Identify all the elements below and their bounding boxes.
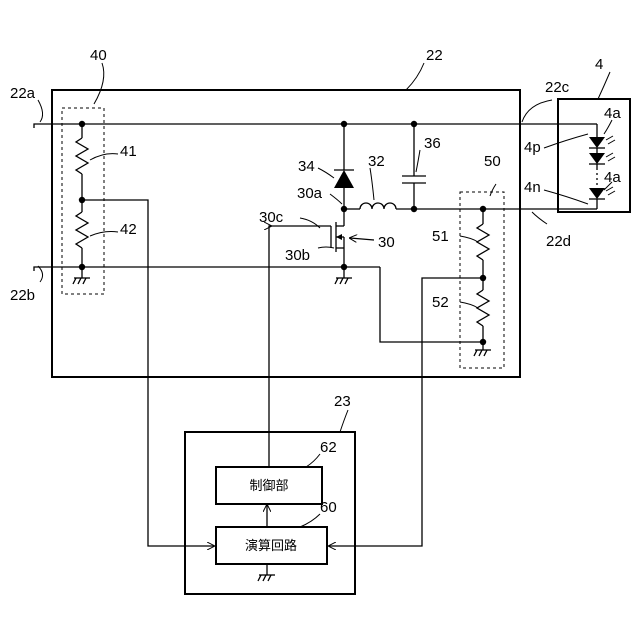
ground-icon: [335, 278, 352, 284]
top-rail: [34, 124, 590, 128]
label-4p: 4p: [524, 139, 541, 156]
label-30a: 30a: [297, 185, 323, 202]
led-icon: [589, 188, 605, 199]
resistor-42: [76, 212, 88, 248]
resistor-51: [477, 224, 489, 260]
led-icon: [589, 137, 605, 148]
diode-34-icon: [334, 170, 354, 188]
label-22a: 22a: [10, 85, 36, 102]
label-23: 23: [334, 393, 351, 410]
inductor-32: [344, 203, 590, 209]
ground-icon: [258, 564, 275, 581]
switch-30-arrow: [350, 238, 374, 240]
label-62: 62: [320, 439, 337, 456]
label-30c: 30c: [259, 209, 284, 226]
label-30: 30: [378, 234, 395, 251]
label-60: 60: [320, 499, 337, 516]
label-52: 52: [432, 294, 449, 311]
junction-dots: [79, 121, 486, 345]
gate-drive-line: [269, 226, 271, 467]
label-4a-bottom: 4a: [604, 169, 621, 186]
label-22b: 22b: [10, 287, 35, 304]
controller-name: 制御部: [249, 479, 288, 494]
label-4: 4: [595, 56, 603, 73]
label-32: 32: [368, 153, 385, 170]
label-41: 41: [120, 143, 137, 160]
leader-lines: [38, 63, 612, 527]
label-22c: 22c: [545, 79, 570, 96]
label-36: 36: [424, 135, 441, 152]
divider-41-42: [73, 124, 90, 284]
label-30b: 30b: [285, 247, 310, 264]
label-4a-top: 4a: [604, 105, 621, 122]
resistor-41: [76, 138, 88, 174]
label-42: 42: [120, 221, 137, 238]
calculator-name: 演算回路: [245, 538, 297, 554]
led-icon: [589, 153, 605, 164]
label-50: 50: [484, 153, 501, 170]
label-4n: 4n: [524, 179, 541, 196]
sensor-signal-line: [82, 200, 214, 546]
bottom-rail: [34, 267, 380, 271]
resistor-52: [477, 290, 489, 326]
label-22d: 22d: [546, 233, 571, 250]
ground-icon: [73, 278, 90, 284]
led-string: [589, 124, 615, 209]
label-51: 51: [432, 228, 449, 245]
label-40: 40: [90, 47, 107, 64]
label-34: 34: [298, 158, 315, 175]
ground-icon: [474, 350, 491, 356]
switch-30: [271, 222, 352, 284]
label-22: 22: [426, 47, 443, 64]
capacitor-36: [402, 124, 426, 209]
divider-51-52: [474, 209, 491, 356]
